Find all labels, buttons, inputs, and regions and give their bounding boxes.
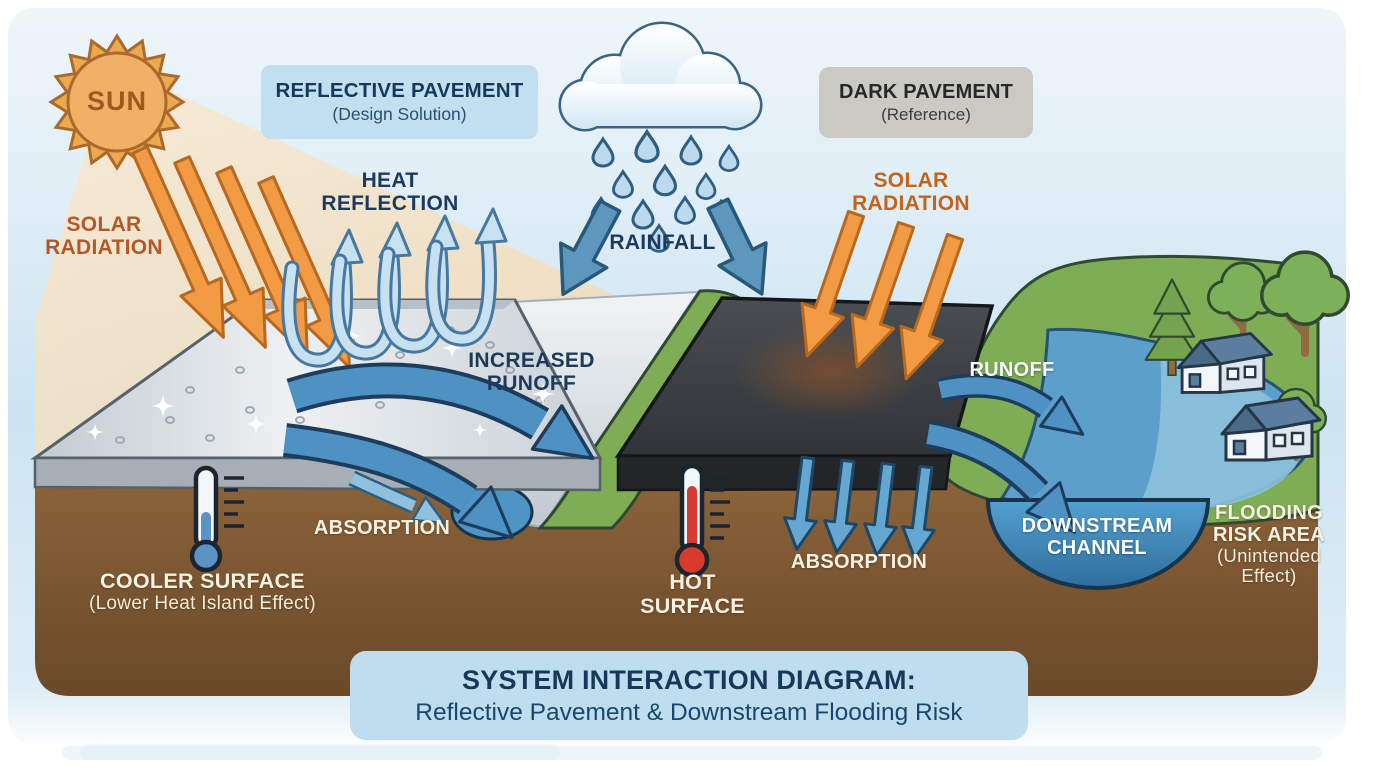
increased-runoff-arrow-icon [282, 362, 610, 556]
absorption-right-label: ABSORPTION [790, 551, 928, 573]
callout-subtitle: (Reference) [881, 104, 971, 124]
callout-title: REFLECTIVE PAVEMENT [275, 79, 524, 102]
title-banner: SYSTEM INTERACTION DIAGRAM: Reflective P… [350, 651, 1028, 740]
rainfall-label: RAINFALL [609, 231, 716, 254]
callout-title: DARK PAVEMENT [838, 80, 1014, 103]
cooler-surface-label: COOLER SURFACE (Lower Heat Island Effect… [88, 569, 317, 614]
runoff-arrow-icon [925, 373, 1096, 548]
callout-subtitle: (Design Solution) [332, 104, 467, 124]
bottom-artifact [62, 746, 1322, 760]
dark-pavement-callout: DARK PAVEMENT (Reference) [819, 67, 1033, 138]
heat-reflection-label: HEAT REFLECTION [321, 169, 459, 216]
runoff-label: RUNOFF [969, 359, 1055, 381]
flooding-risk-label: FLOODING RISK AREA (Unintended Effect) [1213, 502, 1325, 587]
rain-cloud-icon [558, 21, 763, 132]
absorption-left-label: ABSORPTION [313, 517, 451, 539]
hot-surface-label: HOT SURFACE [640, 570, 745, 618]
reflective-pavement-callout: REFLECTIVE PAVEMENT (Design Solution) [261, 65, 538, 139]
flood-water [1140, 350, 1303, 511]
bottom-artifact [80, 744, 560, 760]
absorption-arrow-left-icon [348, 470, 453, 535]
solar-radiation-right-label: SOLAR RADIATION [852, 169, 970, 216]
downstream-pool [985, 498, 1211, 590]
downstream-channel-label: DOWNSTREAM CHANNEL [1021, 515, 1173, 559]
sun-label: SUN [86, 86, 147, 116]
diagram-title: SYSTEM INTERACTION DIAGRAM: [462, 664, 916, 695]
thermometer-hot-icon [674, 463, 730, 578]
thermometer-cold-icon [189, 465, 244, 573]
sun-icon [48, 33, 186, 171]
solar-radiation-left-label: SOLAR RADIATION [45, 213, 163, 260]
diagram-subtitle: Reflective Pavement & Downstream Floodin… [415, 698, 963, 726]
increased-runoff-label: INCREASED RUNOFF [468, 349, 595, 396]
